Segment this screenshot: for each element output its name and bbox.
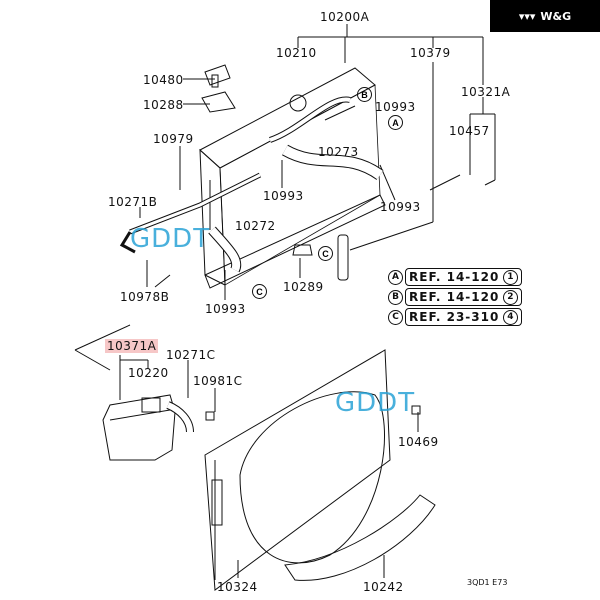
part-label-10273: 10273 — [318, 145, 359, 159]
watermark: GDDT — [130, 224, 211, 254]
ref-text: REF. 14-120 — [409, 270, 500, 284]
fan-shroud — [204, 349, 436, 591]
ref-key: C — [388, 309, 403, 325]
watermark: GDDT — [335, 388, 416, 418]
part-label-10457: 10457 — [449, 124, 490, 138]
part-label-10979: 10979 — [153, 132, 194, 146]
ref-num: 2 — [503, 289, 519, 305]
reservoir-tank — [102, 394, 215, 461]
reference-row: B REF. 14-120 2 — [388, 288, 523, 306]
part-label-10371A: 10371A — [105, 339, 159, 353]
brand-badge: ▾▾▾ W&G — [490, 0, 600, 32]
leader-lines — [74, 24, 496, 578]
part-label-10289: 10289 — [283, 280, 324, 294]
wing-logo-icon: ▾▾▾ — [518, 9, 536, 23]
part-label-10993: 10993 — [263, 189, 304, 203]
part-label-10978B: 10978B — [120, 290, 170, 304]
part-label-10993: 10993 — [380, 200, 421, 214]
callout-b: B — [357, 87, 372, 102]
reference-row: A REF. 14-120 1 — [388, 268, 523, 286]
ref-num: 1 — [503, 269, 519, 285]
diagram-code: 3QD1 E73 — [467, 578, 508, 587]
part-label-10220: 10220 — [128, 366, 169, 380]
part-label-10271B: 10271B — [108, 195, 158, 209]
part-label-10272: 10272 — [235, 219, 276, 233]
callout-c: C — [252, 284, 267, 299]
part-label-10210: 10210 — [276, 46, 317, 60]
callout-c: C — [318, 246, 333, 261]
part-label-10993: 10993 — [205, 302, 246, 316]
part-label-10993: 10993 — [375, 100, 416, 114]
part-label-10242: 10242 — [363, 580, 404, 594]
ref-box: REF. 23-310 4 — [405, 308, 523, 326]
ref-key: A — [388, 269, 403, 285]
part-label-10324: 10324 — [217, 580, 258, 594]
part-label-10469: 10469 — [398, 435, 439, 449]
ref-num: 4 — [503, 309, 519, 325]
part-label-10321A: 10321A — [461, 85, 511, 99]
part-label-10379: 10379 — [410, 46, 451, 60]
ref-text: REF. 23-310 — [409, 310, 500, 324]
radiator — [119, 64, 386, 289]
ref-box: REF. 14-120 2 — [405, 288, 523, 306]
ref-box: REF. 14-120 1 — [405, 268, 523, 286]
part-label-10271C: 10271C — [166, 348, 216, 362]
ref-text: REF. 14-120 — [409, 290, 500, 304]
part-label-10288: 10288 — [143, 98, 184, 112]
brand-label: W&G — [540, 9, 572, 23]
callout-a: A — [388, 115, 403, 130]
part-label-10200A: 10200A — [320, 10, 370, 24]
ref-key: B — [388, 289, 403, 305]
part-label-10981C: 10981C — [193, 374, 243, 388]
part-label-10480: 10480 — [143, 73, 184, 87]
reference-row: C REF. 23-310 4 — [388, 308, 523, 326]
